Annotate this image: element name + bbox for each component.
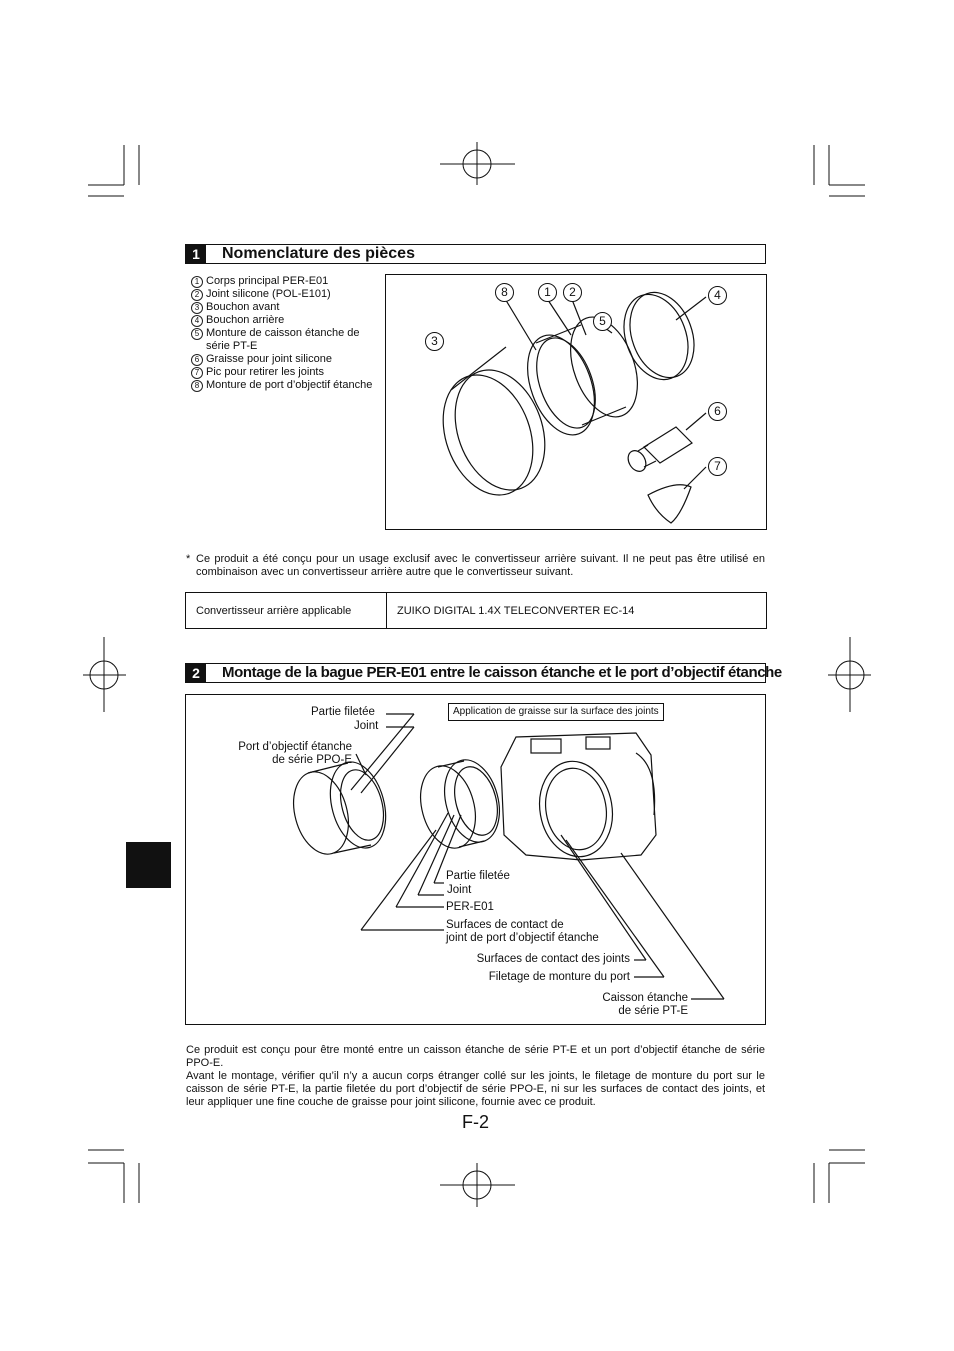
parts-illustration-box: 8 1 2 4 5 3 6 7 [385, 274, 767, 530]
label-partie-filetee-ring: Partie filetée [446, 870, 510, 882]
callout-4: 4 [708, 286, 727, 305]
callout-7: 7 [708, 457, 727, 476]
rear-cap-drawing [623, 293, 689, 381]
converter-value: ZUIKO DIGITAL 1.4X TELECONVERTER EC-14 [386, 592, 767, 629]
page-number: F-2 [462, 1112, 489, 1132]
label-per-e01: PER-E01 [446, 901, 494, 913]
mounting-illustration [293, 713, 725, 1000]
callout-5: 5 [593, 312, 612, 331]
pick-drawing [647, 484, 692, 524]
label-surfaces-joints: Surfaces de contact des joints [476, 953, 630, 965]
parts-illustration [442, 291, 707, 524]
callout-2: 2 [563, 283, 582, 302]
label-partie-filetee-port: Partie filetée [311, 706, 375, 718]
housing-drawing [500, 732, 657, 861]
front-cap-drawing [442, 374, 534, 496]
section-1-number: 1 [186, 245, 206, 263]
chapter-tab [126, 842, 171, 888]
label-surfaces-port-2: joint de port d’objectif étanche [446, 932, 599, 944]
per-e01-ring-drawing [420, 759, 500, 849]
section-2-number: 2 [186, 664, 206, 682]
label-port-line1: Port d’objectif étanche [238, 741, 352, 753]
label-filetage: Filetage de monture du port [488, 971, 630, 983]
label-joint-port: Joint [354, 720, 379, 732]
section-2-header: 2 Montage de la bague PER-E01 entre le c… [185, 663, 782, 683]
note-asterisk: * [186, 553, 191, 565]
lens-port-drawing [293, 761, 387, 855]
section-2-title: Montage de la bague PER-E01 entre le cai… [222, 664, 782, 681]
converter-table: Convertisseur arrière applicable ZUIKO D… [185, 592, 767, 629]
grease-instruction-box: Application de graisse sur la surface de… [448, 703, 664, 721]
label-caisson-2: de série PT-E [618, 1005, 688, 1017]
mounting-illustration-box: Application de graisse sur la surface de… [185, 694, 766, 1025]
table-row: Convertisseur arrière applicable ZUIKO D… [185, 592, 767, 629]
compatibility-note: * Ce produit a été conçu pour un usage e… [186, 553, 765, 579]
instructions-para-1: Ce produit est conçu pour être monté ent… [186, 1044, 765, 1069]
main-body-drawing [527, 334, 595, 436]
label-surfaces-port-1: Surfaces de contact de [446, 919, 564, 931]
callout-8: 8 [495, 283, 514, 302]
label-caisson-1: Caisson étanche [602, 992, 688, 1004]
callout-3: 3 [425, 332, 444, 351]
section-1-header: 1 Nomenclature des pièces [185, 244, 766, 264]
grease-tube-drawing [627, 426, 693, 472]
callout-1: 1 [538, 283, 557, 302]
label-joint-ring: Joint [447, 884, 472, 896]
converter-label: Convertisseur arrière applicable [185, 592, 387, 629]
section-1-title: Nomenclature des pièces [222, 245, 415, 262]
mounting-instructions: Ce produit est conçu pour être monté ent… [186, 1044, 765, 1109]
callout-6: 6 [708, 402, 727, 421]
label-port-line2: de série PPO-E [272, 754, 352, 766]
instructions-para-2: Avant le montage, vérifier qu’il n’y a a… [186, 1070, 765, 1108]
note-text: Ce produit a été conçu pour un usage exc… [196, 553, 765, 578]
